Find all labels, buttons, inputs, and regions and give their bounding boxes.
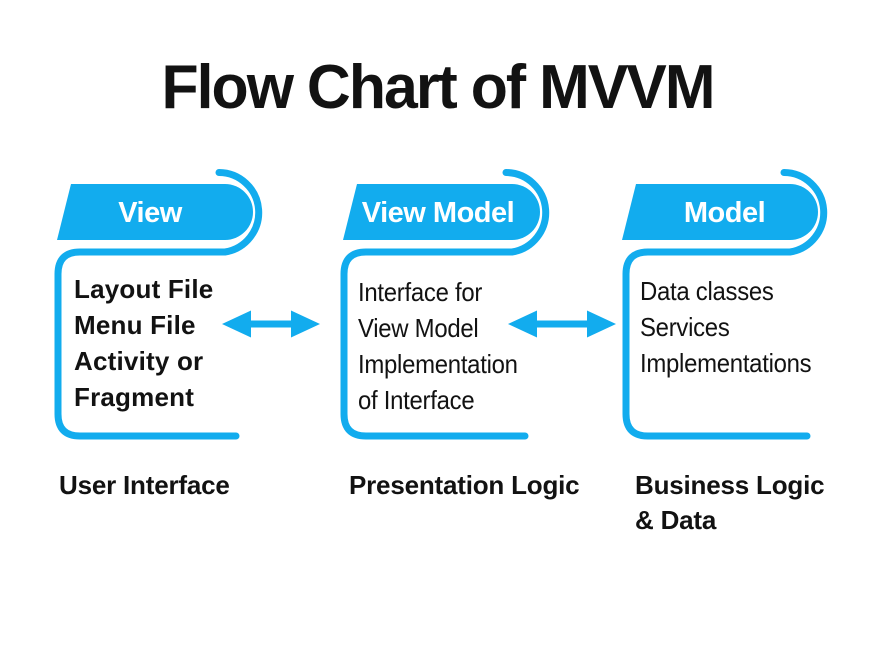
page-title: Flow Chart of MVVM [161,53,715,122]
tab-label-model: Model [683,197,766,229]
caption-user-interface: User Interface [59,470,230,500]
box-outline-view [54,169,263,440]
caption-business-logic-data: Business Logic & Data [635,470,825,535]
list-item: View Model [358,313,479,343]
tab-shape-view-model [343,184,540,240]
double-arrow-icon [222,310,320,338]
list-item: Implementation [358,349,518,379]
list-item: Menu File [74,310,196,340]
tab-label-view-model: View Model [361,197,515,229]
tab-shape-view [57,184,253,240]
box-outline-model [622,169,828,440]
tab-shape-model [622,184,818,240]
list-item: Data classes [640,276,774,306]
column-view-model-list: Interface for View Model Implementation … [358,274,518,418]
list-item: Interface for [358,277,483,307]
column-model-list: Data classes Services Implementations [640,273,812,381]
list-item: Layout File [74,274,214,304]
list-item: Implementations [640,348,812,378]
list-item: Fragment [74,382,195,412]
column-view-list: Layout File Menu File Activity or Fragme… [74,271,213,415]
list-item: Activity or [74,346,204,376]
list-item: Services [640,312,730,342]
double-arrow-icon [508,310,616,338]
box-outline-view-model [340,169,550,440]
tab-label-view: View [118,197,182,229]
caption-presentation-logic: Presentation Logic [349,470,580,500]
list-item: of Interface [358,385,475,415]
